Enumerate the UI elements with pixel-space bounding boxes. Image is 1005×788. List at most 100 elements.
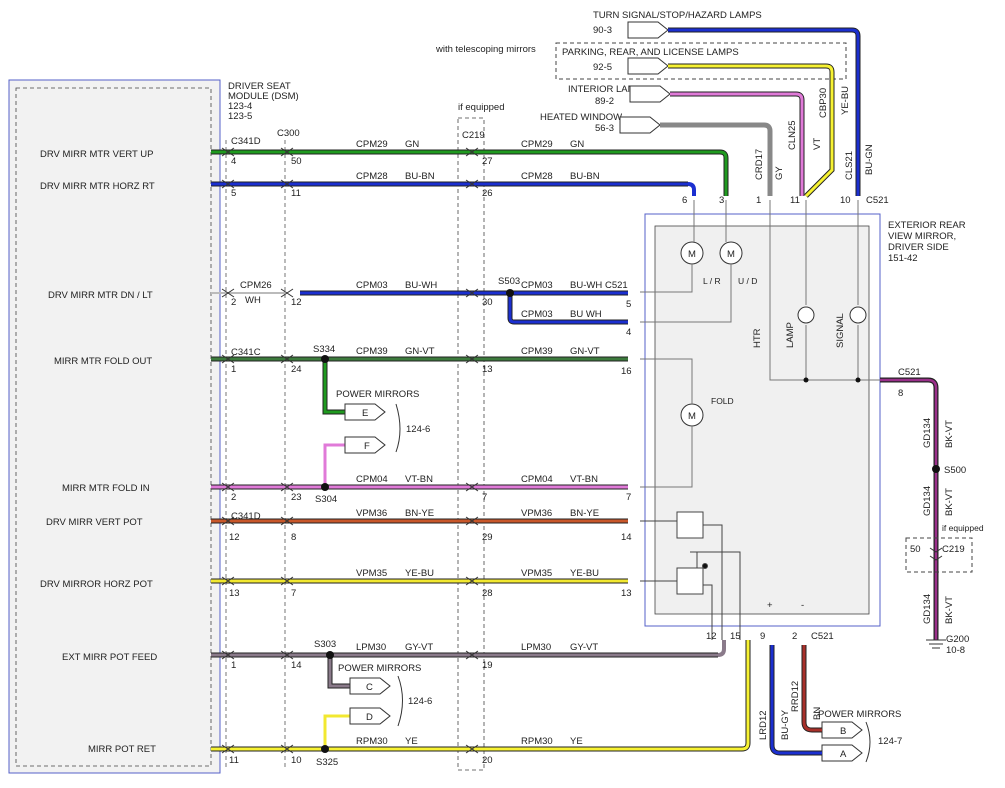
mirror-top-pins: 6 3 1 11 10 C521	[682, 195, 889, 206]
lbl-buwh-l: BU-WH	[405, 280, 437, 291]
bottom-pins: 12 15 9 2 C521	[706, 631, 834, 642]
svg-text:23: 23	[291, 492, 302, 503]
splice-s303	[326, 651, 334, 659]
lbl-cpm04-l: CPM04	[356, 474, 388, 485]
lbl-cpm28-r: CPM28	[521, 171, 553, 182]
svg-text:7: 7	[482, 492, 487, 503]
svg-text:1: 1	[756, 195, 761, 206]
svg-text:TURN SIGNAL/STOP/HAZARD LAMPS: TURN SIGNAL/STOP/HAZARD LAMPS	[593, 10, 762, 21]
svg-text:12: 12	[229, 532, 240, 543]
svg-text:LAMP: LAMP	[785, 322, 796, 348]
svg-text:124-6: 124-6	[408, 696, 432, 707]
svg-text:27: 27	[482, 156, 493, 167]
svg-text:50: 50	[291, 156, 302, 167]
svg-text:90-3: 90-3	[593, 25, 612, 36]
svg-text:D: D	[366, 712, 373, 723]
lbl-cpm28-l: CPM28	[356, 171, 388, 182]
lbl-lpm30-r: LPM30	[521, 642, 551, 653]
signal-horz-pot: DRV MIRROR HORZ POT	[40, 579, 153, 590]
svg-text:10: 10	[840, 195, 851, 206]
power-mirrors-upper: POWER MIRRORS E F 124-6	[336, 389, 430, 454]
lamp-symbols: HTR LAMP SIGNAL	[752, 306, 867, 383]
svg-text:14: 14	[621, 532, 632, 543]
svg-text:CLN25: CLN25	[787, 120, 798, 150]
svg-text:92-5: 92-5	[593, 62, 612, 73]
wire-cpm04	[211, 443, 628, 490]
svg-text:if equipped: if equipped	[942, 523, 984, 533]
svg-text:PARKING, REAR, AND LICENSE LAM: PARKING, REAR, AND LICENSE LAMPS	[562, 47, 739, 58]
signal-fold-in: MIRR MTR FOLD IN	[62, 483, 150, 494]
power-mirrors-right: POWER MIRRORS B A 124-7	[818, 709, 902, 763]
svg-text:7: 7	[626, 492, 631, 503]
svg-text:CBP30: CBP30	[818, 88, 829, 118]
lbl-cpm29-r: CPM29	[521, 139, 553, 150]
c219-label: C219	[462, 130, 485, 141]
svg-text:INTERIOR LAMPS: INTERIOR LAMPS	[568, 84, 648, 95]
signal-vert-up: DRV MIRR MTR VERT UP	[40, 149, 154, 160]
lbl-ye-l: YE	[405, 736, 418, 747]
lbl-c521-s503: C521	[605, 280, 628, 291]
potentiometers	[640, 511, 741, 640]
svg-text:11: 11	[790, 195, 800, 206]
lbl-vpm36-l: VPM36	[356, 508, 387, 519]
svg-text:89-2: 89-2	[595, 96, 614, 107]
lbl-ye-r: YE	[570, 736, 583, 747]
lbl-yebu-l: YE-BU	[405, 568, 434, 579]
lbl-gnvt-l: GN-VT	[405, 346, 435, 357]
c300-label: C300	[277, 128, 300, 139]
wire-gd134: S500 if equipped 50 C219 GD134 BK-VT GD1…	[880, 377, 984, 656]
signal-horz-rt: DRV MIRR MTR HORZ RT	[40, 181, 155, 192]
dsm-title-1: DRIVER SEAT	[228, 81, 291, 92]
svg-text:C521: C521	[811, 631, 834, 642]
svg-text:14: 14	[291, 660, 302, 671]
mirror-outer-box	[644, 213, 881, 627]
svg-text:S500: S500	[944, 465, 966, 476]
svg-text:RRD12: RRD12	[790, 681, 801, 712]
svg-text:11: 11	[291, 188, 301, 199]
dsm-title-3: 123-4	[228, 101, 252, 112]
lbl-gyvt-r: GY-VT	[570, 642, 598, 653]
c219-dashed-box	[457, 117, 485, 771]
lbl-vpm35-l: VPM35	[356, 568, 387, 579]
svg-text:BK-VT: BK-VT	[944, 420, 955, 448]
s334-label: S334	[313, 344, 335, 355]
lbl-vtbn-l: VT-BN	[405, 474, 433, 485]
svg-text:GY: GY	[774, 166, 785, 180]
wire-cpm03	[211, 290, 628, 325]
svg-text:FOLD: FOLD	[711, 396, 734, 406]
dsm-title-2: MODULE (DSM)	[228, 91, 299, 102]
svg-text:G200: G200	[946, 634, 969, 645]
svg-text:124-6: 124-6	[406, 424, 430, 435]
signal-dn-lt: DRV MIRR MTR DN / LT	[48, 290, 153, 301]
lbl-cpm03-r2: CPM03	[521, 309, 553, 320]
mirror-side-pins: 5 4 16 7 14 13 8 C521	[621, 299, 921, 599]
lbl-gnvt-r: GN-VT	[570, 346, 600, 357]
svg-text:C219: C219	[942, 544, 965, 555]
svg-text:F: F	[364, 441, 370, 452]
svg-text:19: 19	[482, 660, 493, 671]
svg-text:BK-VT: BK-VT	[944, 488, 955, 516]
lbl-rpm30-r: RPM30	[521, 736, 553, 747]
lbl-vpm35-r: VPM35	[521, 568, 552, 579]
svg-text:C521: C521	[866, 195, 889, 206]
plus-label: +	[767, 600, 773, 611]
svg-text:SIGNAL: SIGNAL	[835, 313, 846, 348]
svg-text:LRD12: LRD12	[758, 710, 769, 740]
lbl-cpm39-l: CPM39	[356, 346, 388, 357]
bottom-wire-labels: LRD12 BU-GY RRD12 BN	[758, 681, 823, 740]
svg-text:GD134: GD134	[922, 594, 933, 624]
lbl-buwh-r: BU-WH	[570, 280, 602, 291]
svg-text:2: 2	[231, 492, 236, 503]
svg-text:GD134: GD134	[922, 418, 933, 448]
wire-cpm39	[211, 356, 628, 415]
svg-text:2: 2	[231, 297, 236, 308]
signal-fold-out: MIRR MTR FOLD OUT	[54, 356, 152, 367]
svg-text:6: 6	[682, 195, 687, 206]
svg-text:5: 5	[626, 299, 631, 310]
signal-pot-ret: MIRR POT RET	[88, 744, 156, 755]
top-wire-labels: CRD17 GY CLN25 VT CBP30 YE-BU CLS21 BU-G…	[754, 86, 875, 180]
svg-text:16: 16	[621, 366, 632, 377]
lbl-rpm30-l: RPM30	[356, 736, 388, 747]
lbl-cpm39-r: CPM39	[521, 346, 553, 357]
